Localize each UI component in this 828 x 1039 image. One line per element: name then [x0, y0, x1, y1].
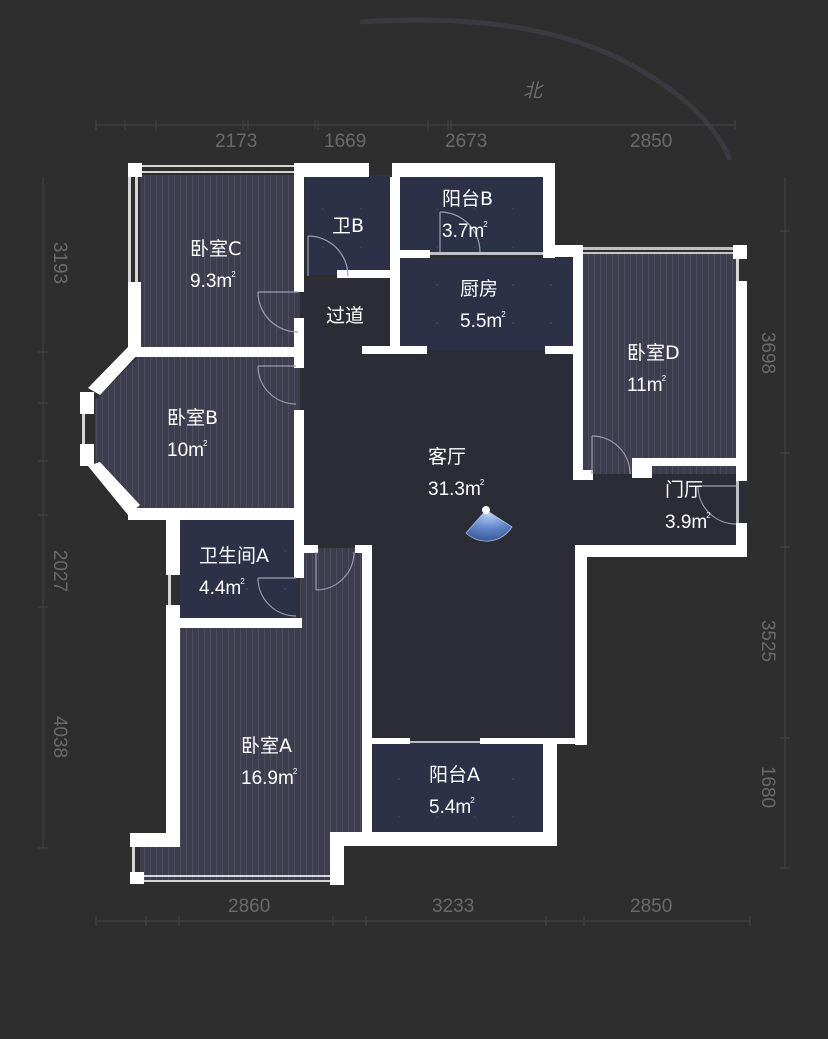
room-floors: [95, 175, 745, 880]
room-bathroom-a[interactable]: 卫生间A 4.4m2: [199, 543, 269, 602]
dimension-lines: [38, 120, 790, 926]
room-name: 门厅: [665, 479, 704, 501]
room-living-room[interactable]: 客厅 31.3m2: [428, 444, 484, 503]
room-name: 过道: [326, 305, 365, 327]
room-name: 厨房: [460, 278, 499, 300]
dim-bottom-3: 2850: [630, 896, 673, 917]
room-balcony-b[interactable]: 阳台B 3.7m2: [442, 186, 493, 245]
room-area: 5.4m2: [429, 796, 475, 818]
room-kitchen[interactable]: 厨房 5.5m2: [460, 276, 506, 335]
dim-top-3: 2673: [445, 131, 488, 152]
room-name: 卫B: [332, 215, 365, 237]
door-swings: [257, 211, 737, 617]
room-balcony-a[interactable]: 阳台A 5.4m2: [429, 762, 480, 821]
room-bedroom-b[interactable]: 卧室B 10m2: [167, 405, 218, 464]
kitchen-floor: [400, 258, 575, 350]
dim-right-3: 1680: [757, 765, 779, 809]
room-name: 客厅: [428, 446, 467, 468]
room-bathroom-b[interactable]: 卫B: [332, 213, 364, 239]
room-foyer[interactable]: 门厅 3.9m2: [665, 477, 711, 536]
dim-top-2: 1669: [324, 131, 367, 152]
dim-right-1: 3698: [757, 331, 779, 375]
bedroom-a-floor: [140, 548, 370, 880]
bathroom-a-floor: [180, 518, 298, 618]
walls: [80, 163, 747, 885]
bedroom-d-floor: [580, 252, 738, 474]
room-area: 31.3m2: [428, 478, 485, 500]
living-room-floor: [300, 280, 745, 745]
compass-north-label: 北: [523, 80, 543, 102]
bathroom-b-floor: [305, 175, 392, 275]
room-bedroom-d[interactable]: 卧室D 11m2: [627, 340, 680, 399]
room-bedroom-c[interactable]: 卧室C 9.3m2: [190, 236, 241, 295]
dim-top-4: 2850: [630, 131, 673, 152]
dim-right-2: 3525: [757, 619, 779, 663]
room-area: 10m2: [167, 439, 208, 461]
room-area: 5.5m2: [460, 310, 506, 332]
room-name: 阳台B: [442, 188, 494, 210]
room-name: 卧室D: [627, 342, 680, 364]
balcony-a-floor: [373, 742, 545, 834]
dim-left-1: 3193: [49, 241, 71, 285]
room-name: 阳台A: [429, 764, 480, 786]
dim-bottom-1: 2860: [228, 896, 271, 917]
room-area: 9.3m2: [190, 270, 236, 292]
bedroom-c-floor: [140, 175, 300, 350]
room-area: 16.9m2: [241, 767, 298, 789]
room-area: 3.7m2: [442, 220, 488, 242]
dim-bottom-2: 3233: [432, 896, 475, 917]
dim-left-3: 4038: [49, 715, 71, 759]
room-area: 11m2: [627, 374, 667, 396]
room-area: 4.4m2: [199, 577, 245, 599]
camera-view-cone-icon: [465, 506, 513, 542]
room-name: 卧室B: [167, 407, 219, 429]
room-bedroom-a[interactable]: 卧室A 16.9m2: [241, 733, 297, 792]
dim-left-2: 2027: [49, 549, 71, 593]
room-name: 卫生间A: [199, 545, 269, 567]
room-area: 3.9m2: [665, 511, 711, 533]
room-name: 卧室C: [190, 238, 242, 260]
bedroom-b-floor: [95, 355, 300, 510]
room-name: 卧室A: [241, 735, 292, 757]
dim-top-1: 2173: [215, 131, 258, 152]
compass-arc-icon: [359, 17, 733, 161]
room-corridor[interactable]: 过道: [326, 303, 364, 329]
balcony-b-floor: [400, 175, 545, 255]
